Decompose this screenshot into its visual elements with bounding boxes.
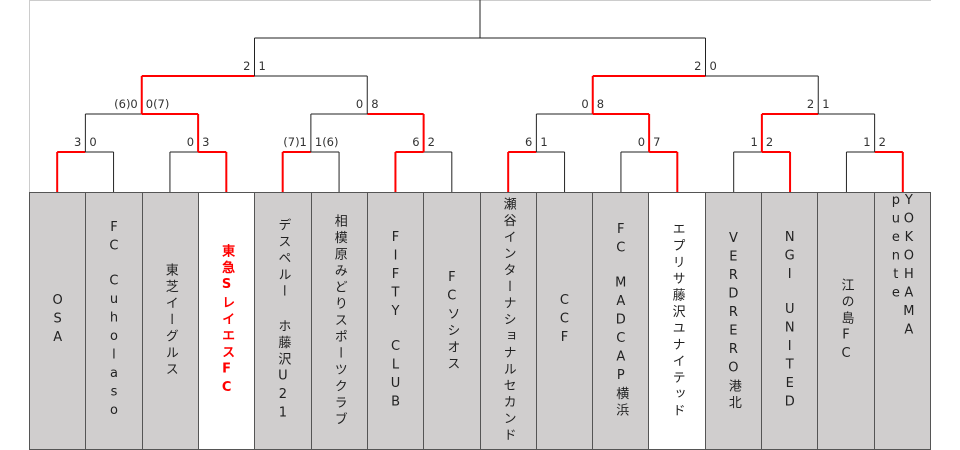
team-name: デスペルー ホ藤沢U21	[275, 218, 291, 424]
team-name: YOKOHAMA puente	[888, 193, 917, 358]
team-cell: FCソシオス	[423, 192, 480, 450]
team-cell: CCF	[535, 192, 593, 450]
team-name: FC Cuholaso	[106, 220, 122, 422]
team-cell: FC Cuholaso	[85, 192, 142, 450]
team-name: エプリサ藤沢ユナイテッド	[669, 222, 685, 420]
score-left: 2	[806, 97, 815, 111]
score-right: 2	[427, 135, 435, 149]
score-left: 2	[694, 59, 702, 73]
score-left: 6	[412, 135, 420, 149]
score-left: (7)1	[283, 135, 307, 149]
score-left: 0	[186, 135, 195, 149]
score-left: 1	[863, 135, 871, 149]
score-left: (6)0	[114, 97, 138, 111]
team-name: FIFTY CLUB	[388, 229, 404, 413]
score-right: 1	[540, 135, 548, 149]
team-name: 瀬谷インターナショナルセカンド	[500, 197, 516, 445]
score-right: 0(7)	[145, 97, 170, 111]
team-name: FCソシオス	[444, 269, 460, 373]
score-right: 0	[89, 135, 97, 149]
score-left: 3	[74, 135, 82, 149]
team-cell: YOKOHAMA puente	[873, 192, 931, 450]
team-name: 相模原みどりスポーツクラブ	[331, 213, 347, 429]
team-cell: FIFTY CLUB	[366, 192, 424, 450]
team-cell: NGI UNITED	[761, 192, 818, 450]
score-right: 1(6)	[314, 135, 339, 149]
team-cell: 東芝イーグルス	[141, 192, 198, 450]
team-name: 江の島FC	[838, 277, 854, 365]
score-right: 8	[596, 97, 605, 111]
score-left: 0	[637, 135, 646, 149]
score-left: 0	[355, 97, 364, 111]
team-cell: 東急SレイエスFC	[197, 192, 255, 450]
score-left: 2	[243, 59, 251, 73]
team-name: FC MADCAP横浜	[613, 222, 629, 420]
team-name: NGI UNITED	[782, 229, 798, 413]
score-right: 2	[878, 135, 886, 149]
score-right: 3	[202, 135, 210, 149]
team-name: CCF	[556, 293, 572, 349]
team-name: OSA	[50, 293, 66, 349]
score-left: 1	[750, 135, 758, 149]
team-cell: 相模原みどりスポーツクラブ	[310, 192, 367, 450]
team-cell: 江の島FC	[817, 192, 874, 450]
team-cell: OSA	[29, 192, 86, 450]
team-row: OSA FC Cuholaso 東芝イーグルス 東急SレイエスFC デスペルー ホ藤沢U…	[29, 192, 931, 450]
score-right: 8	[371, 97, 379, 111]
team-name: VERDRERO港北	[725, 230, 741, 412]
team-cell: 瀬谷インターナショナルセカンド	[479, 192, 536, 450]
score-right: 0	[709, 59, 717, 73]
score-left: 0	[581, 97, 589, 111]
team-name: 東急SレイエスFC	[219, 243, 235, 399]
team-name: 東芝イーグルス	[162, 263, 178, 379]
team-cell: エプリサ藤沢ユナイテッド	[648, 192, 705, 450]
team-cell: デスペルー ホ藤沢U21	[254, 192, 311, 450]
score-left: 6	[525, 135, 533, 149]
team-cell: FC MADCAP横浜	[592, 192, 649, 450]
score-right: 2	[765, 135, 774, 149]
score-right: 1	[822, 97, 830, 111]
team-cell: VERDRERO港北	[704, 192, 762, 450]
score-right: 7	[653, 135, 661, 149]
score-right: 1	[258, 59, 266, 73]
